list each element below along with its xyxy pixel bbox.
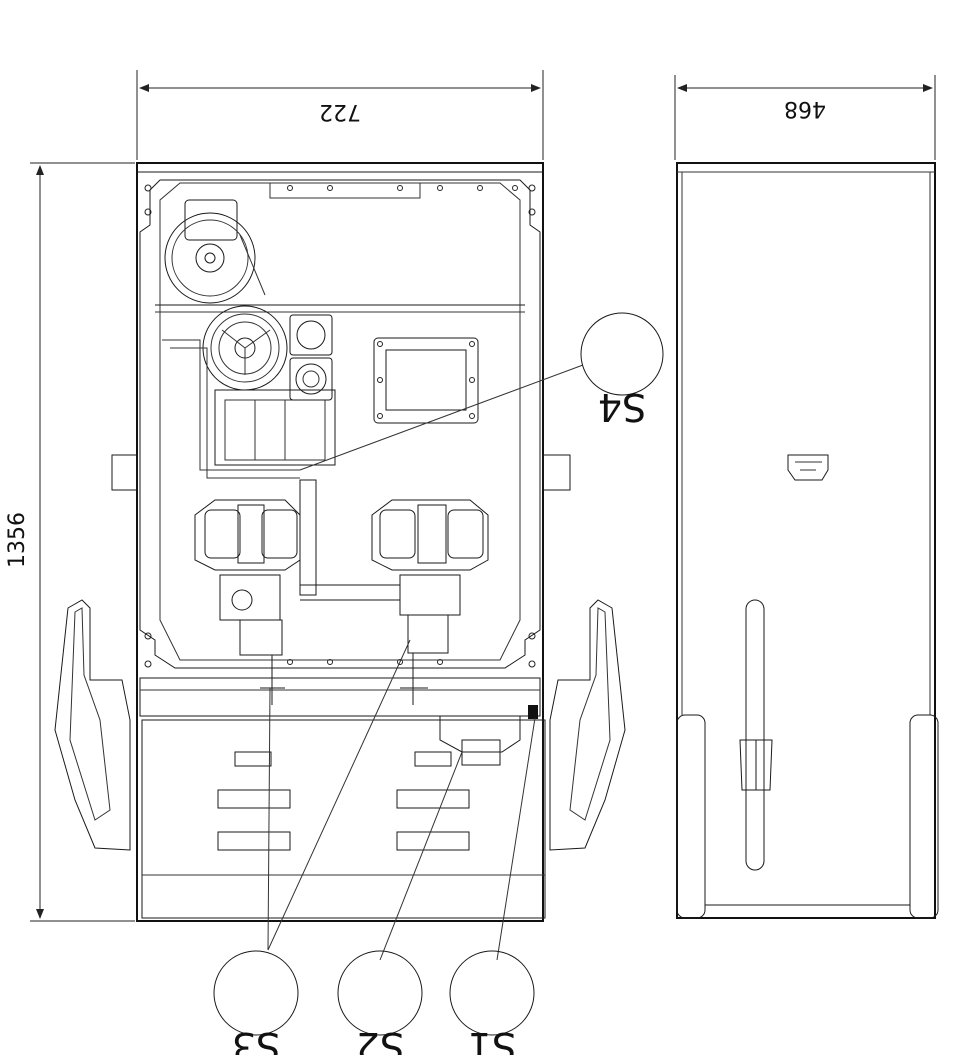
dimension-front-width: 722 bbox=[136, 70, 544, 160]
callout-s3-label: S3 bbox=[232, 1024, 280, 1055]
motor-assembly bbox=[164, 199, 266, 304]
callout-s2-label: S2 bbox=[356, 1024, 404, 1055]
callout-s4-label: S4 bbox=[598, 385, 646, 429]
pulley-assembly bbox=[162, 305, 336, 479]
leader-lines bbox=[267, 364, 584, 961]
callout-s4: S4 bbox=[580, 312, 664, 429]
callout-s3: S3 bbox=[213, 950, 299, 1060]
dimension-height: 1356 bbox=[5, 162, 135, 922]
front-view bbox=[54, 162, 626, 922]
callout-s1: S1 bbox=[449, 950, 535, 1060]
valve-block-left bbox=[194, 499, 301, 705]
valve-block-right bbox=[371, 499, 489, 705]
side-width-label: 468 bbox=[784, 96, 826, 121]
side-view bbox=[676, 162, 939, 919]
front-width-label: 722 bbox=[319, 99, 361, 124]
height-label: 1356 bbox=[5, 512, 30, 568]
callout-s1-label: S1 bbox=[468, 1024, 516, 1055]
dimension-side-width: 468 bbox=[674, 75, 936, 160]
callout-s2: S2 bbox=[337, 950, 423, 1060]
